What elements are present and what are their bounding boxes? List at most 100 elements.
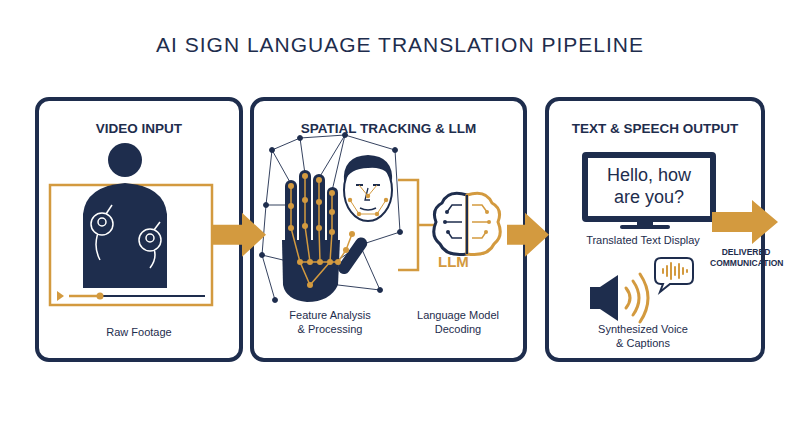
tracking-network (264, 203, 269, 208)
signer-figure (106, 205, 112, 214)
tracking-network (262, 255, 275, 300)
speech-bubble (655, 258, 693, 292)
brain-icon (472, 205, 487, 212)
brain-icon (448, 232, 462, 238)
speaker-icon (640, 274, 648, 322)
hand-icon (299, 170, 311, 246)
hand-icon (349, 231, 355, 237)
tracking-network (345, 135, 395, 150)
hand-icon (285, 180, 297, 246)
hand-icon (288, 203, 294, 209)
signer-figure (139, 229, 161, 251)
hand-icon (316, 177, 322, 183)
brain-icon (443, 210, 450, 234)
bracket-connector (418, 224, 436, 227)
brain-icon (466, 195, 468, 254)
tracking-network (266, 150, 272, 205)
signer-figure (150, 242, 155, 268)
tracking-network (270, 148, 275, 153)
speech-bubble (663, 263, 687, 279)
hand-icon (282, 240, 340, 302)
tracking-network (393, 148, 398, 153)
hand-icon (282, 170, 370, 302)
signer-figure (98, 218, 106, 226)
brain-icon (443, 220, 447, 224)
hand-icon (302, 197, 308, 203)
speech-bubble (666, 266, 668, 276)
hand-icon (338, 234, 352, 262)
brain-icon (445, 221, 462, 223)
hand-icon (329, 209, 335, 215)
stage-panel: VIDEO INPUT Raw Footage (35, 97, 243, 362)
face-icon (356, 184, 363, 186)
face-icon (344, 155, 392, 182)
tracking-network (298, 136, 303, 141)
speech-bubble (678, 264, 680, 278)
speech-bubble (662, 269, 664, 273)
hand-icon (300, 262, 330, 285)
speaker-icon (633, 281, 639, 315)
brain-icon (446, 230, 450, 234)
tracking-network (378, 288, 383, 293)
panel-heading: VIDEO INPUT (39, 121, 239, 138)
hand-icon (291, 176, 352, 285)
face-icon (360, 208, 376, 210)
video-frame (97, 293, 104, 300)
diagram-title: AI SIGN LANGUAGE TRANSLATION PIPELINE (0, 32, 800, 58)
hand-icon (329, 229, 335, 235)
face-icon (365, 188, 370, 200)
video-frame (57, 291, 64, 301)
flow-arrow (507, 213, 549, 257)
tracking-network (358, 243, 363, 248)
hand-icon (343, 247, 349, 253)
model-label: LLM (438, 253, 478, 272)
output-label: DELIVERED COMMUNICATION (710, 247, 782, 269)
hand-icon (302, 173, 308, 179)
hand-icon (329, 190, 335, 196)
tracking-network (395, 150, 400, 232)
hand-icon (297, 259, 303, 265)
tracking-network (262, 255, 283, 260)
panel-caption: Translated Text Display (563, 234, 723, 248)
signer-figure (146, 234, 154, 242)
hand-icon (317, 259, 323, 265)
tracking-network (360, 232, 400, 245)
panel-caption: Synthesized Voice & Captions (593, 323, 693, 351)
hand-icon (288, 173, 355, 288)
face-icon (344, 159, 392, 221)
brain-icon (434, 193, 501, 254)
hand-icon (330, 193, 332, 262)
brain-icon (445, 205, 462, 238)
speech-bubble (674, 267, 676, 275)
hand-icon (327, 187, 338, 247)
tracking-network (338, 245, 360, 260)
speech-bubble (655, 258, 693, 292)
brain-icon (487, 220, 491, 224)
signer-figure (154, 222, 160, 230)
signer-figure (83, 183, 167, 288)
tracking-network (262, 205, 266, 255)
tracking-network (272, 150, 291, 184)
hand-icon (313, 174, 325, 246)
panel-heading: SPATIAL TRACKING & LLM (254, 121, 523, 138)
stage-panel: TEXT & SPEECH OUTPUT Translated Text Disp… (545, 97, 765, 362)
tracking-network (360, 245, 380, 290)
hand-icon (316, 199, 322, 205)
panel-caption: Raw Footage (39, 326, 239, 340)
face-icon (348, 198, 352, 202)
bracket-connector (398, 180, 418, 270)
output-arrow (712, 200, 778, 244)
panel-heading: TEXT & SPEECH OUTPUT (549, 121, 761, 138)
hand-icon (300, 261, 338, 263)
stage-panel: SPATIAL TRACKING & LLMFeature Analysis &… (250, 97, 527, 362)
face-icon (350, 200, 386, 214)
hand-icon (302, 223, 308, 229)
hand-icon (336, 235, 370, 276)
face-icon (366, 194, 370, 198)
hand-icon (335, 259, 341, 265)
video-frame (69, 295, 205, 297)
monitor-stand (620, 225, 670, 229)
brain-icon (472, 232, 486, 238)
speech-bubble (686, 270, 688, 272)
